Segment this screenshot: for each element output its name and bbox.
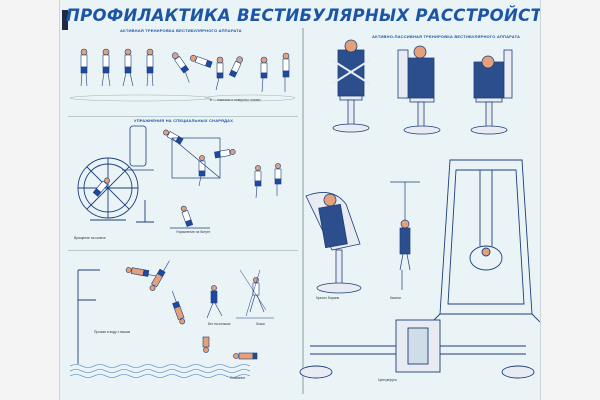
- caption-trampoline: Упражнение на батуте: [176, 230, 211, 234]
- section-heading-active: АКТИВНАЯ ТРЕНИРОВКА ВЕСТИБУЛЯРНОГО АППАР…: [120, 28, 242, 33]
- caption-skating: Бег на коньках: [208, 322, 231, 326]
- wheel-apparatus: [77, 157, 154, 223]
- barany-chair: [305, 192, 362, 294]
- section-heading-apparatus: УПРАЖНЕНИЯ НА СПЕЦИАЛЬНЫХ СНАРЯДАХ: [134, 118, 234, 123]
- sport-figures: [125, 260, 265, 360]
- trampoline-frame: [170, 137, 221, 229]
- diving-tower: [77, 269, 100, 364]
- section-heading-active-passive: АКТИВНО-ПАССИВНАЯ ТРЕНИРОВКА ВЕСТИБУЛЯРН…: [372, 34, 521, 39]
- caption-diving: Прыжки в воду с вышки: [94, 330, 131, 334]
- poster-emblem: [62, 10, 68, 30]
- column-divider: [302, 28, 304, 394]
- centrifuge: [299, 319, 535, 379]
- ski-poles: [236, 269, 274, 319]
- poster-title: ПРОФИЛАКТИКА ВЕСТИБУЛЯРНЫХ РАССТРОЙСТВ В…: [66, 6, 540, 25]
- caption-centrifuge: Центрифуга: [378, 378, 397, 382]
- row-divider-2: [68, 250, 298, 251]
- caption-head-movements: Б — наклоны и повороты головы: [210, 98, 261, 102]
- caption-swing: Качели: [390, 296, 401, 300]
- rope-swing: [390, 181, 420, 290]
- gyro-frame: [122, 125, 154, 171]
- gymnast-figures: [80, 48, 290, 93]
- row-divider-1: [68, 116, 298, 117]
- swing-tower: [431, 159, 540, 323]
- apparatus-figures: [92, 129, 282, 227]
- rotating-chair-views: [331, 39, 513, 135]
- poster-top-strip: [60, 0, 540, 8]
- caption-barany-chair: Кресло Барани: [316, 296, 340, 300]
- poster: ПРОФИЛАКТИКА ВЕСТИБУЛЯРНЫХ РАССТРОЙСТВ В…: [60, 0, 540, 400]
- floor-mats: [69, 94, 296, 102]
- caption-wheel: Вращение на колесе: [74, 236, 106, 240]
- caption-swimming: Плавание: [230, 376, 246, 380]
- water: [69, 364, 251, 378]
- caption-skiing: Лыжи: [256, 322, 265, 326]
- poster-illustrations: [69, 39, 540, 379]
